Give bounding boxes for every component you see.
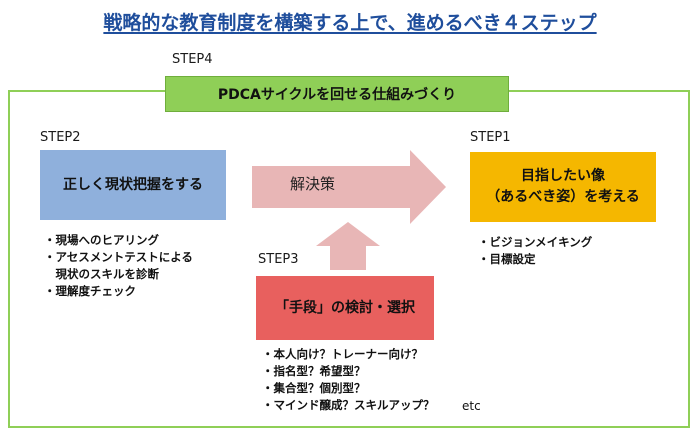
bullet-item: ・現場へのヒアリング xyxy=(44,233,159,247)
step1-bullets: ・ビジョンメイキング ・目標設定 xyxy=(478,234,592,268)
step3-bullets: ・本人向け？トレーナー向け？ ・指名型？希望型？ ・集合型？個別型？ ・マインド… xyxy=(262,346,435,414)
step1-line2: （あるべき姿）を考える xyxy=(486,189,640,205)
page-title: 戦略的な教育制度を構築する上で、進めるべき４ステップ xyxy=(103,12,597,34)
etc-label: etc xyxy=(462,399,481,413)
step4-label: STEP4 xyxy=(172,52,213,67)
bullet-item: ・ビジョンメイキング xyxy=(478,235,593,249)
bullet-item: ・理解度チェック xyxy=(44,284,136,298)
step2-box: 正しく現状把握をする xyxy=(40,150,226,220)
step3-box: 「手段」の検討・選択 xyxy=(256,276,434,340)
bullet-item: ・本人向け？トレーナー向け？ xyxy=(262,347,423,361)
step1-label: STEP1 xyxy=(470,130,511,145)
bullet-item: ・指名型？希望型？ xyxy=(262,364,366,378)
bullet-item: ・マインド醸成？スキルアップ？ xyxy=(262,398,435,412)
step2-bullets: ・現場へのヒアリング ・アセスメントテストによる 現状のスキルを診断 ・理解度チ… xyxy=(44,232,193,300)
step1-box: 目指したい像 （あるべき姿）を考える xyxy=(470,152,656,222)
bullet-item: ・集合型？個別型？ xyxy=(262,381,366,395)
right-arrow xyxy=(252,150,446,224)
up-arrow xyxy=(316,222,380,270)
step2-label: STEP2 xyxy=(40,130,81,145)
bullet-item: 現状のスキルを診断 xyxy=(44,267,159,281)
bullet-item: ・目標設定 xyxy=(478,252,536,266)
bullet-item: ・アセスメントテストによる xyxy=(44,250,193,264)
step1-line1: 目指したい像 xyxy=(521,168,605,184)
step3-label: STEP3 xyxy=(258,252,299,267)
step4-box: PDCAサイクルを回せる仕組みづくり xyxy=(165,76,509,112)
arrow-label: 解決策 xyxy=(290,175,336,193)
